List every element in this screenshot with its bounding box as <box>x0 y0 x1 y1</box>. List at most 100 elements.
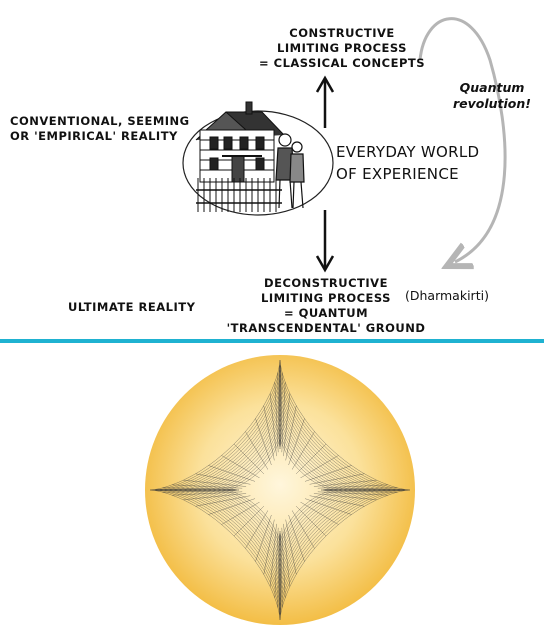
mesh-spoke <box>295 443 327 475</box>
mesh-spoke <box>183 479 247 487</box>
mesh-spoke <box>162 490 240 493</box>
mesh-lines <box>150 360 410 620</box>
everyday-line-1: EVERYDAY WORLD <box>336 143 480 161</box>
mesh-contour <box>204 417 356 563</box>
mesh-spoke <box>281 382 286 453</box>
mesh-contour <box>169 381 391 599</box>
mesh-spoke <box>195 473 251 485</box>
mesh-spoke <box>255 514 272 562</box>
mesh-contour <box>224 438 336 542</box>
mesh-spoke <box>291 431 315 470</box>
mesh-contour <box>219 433 341 547</box>
constructive-line-1: CONSTRUCTIVE <box>289 26 395 40</box>
mesh-spoke <box>291 510 315 549</box>
mesh-contour <box>214 428 346 552</box>
mesh-spoke <box>295 505 327 537</box>
mesh-spoke <box>155 489 237 491</box>
ultimate-reality-label: ULTIMATE REALITY <box>68 300 196 314</box>
house-illustration <box>195 101 285 212</box>
mesh-spoke <box>317 484 388 489</box>
up-arrow-icon <box>315 75 335 128</box>
mesh-spoke <box>320 487 398 490</box>
mesh-spoke <box>285 405 297 461</box>
mesh-spoke <box>263 519 275 575</box>
mesh-spoke <box>323 489 405 491</box>
curved-arrow-icon <box>418 17 507 262</box>
quantum-revolution-label: Quantum revolution! <box>442 80 542 112</box>
constructive-line-3: = CLASSICAL CONCEPTS <box>259 56 425 70</box>
mesh-spoke <box>313 479 377 487</box>
mesh-spoke <box>208 498 256 515</box>
mesh-spoke <box>288 418 305 466</box>
conventional-line-1: CONVENTIONAL, SEEMING <box>10 114 190 128</box>
mesh-contour <box>209 423 351 557</box>
deconstructive-line-3: = QUANTUM <box>283 306 369 320</box>
quantum-line-2: revolution! <box>452 96 531 111</box>
mesh-spoke <box>183 493 247 501</box>
mesh-contour <box>184 396 376 584</box>
mesh-spoke <box>233 505 265 537</box>
astroid-mesh-figure <box>145 355 415 625</box>
constructive-process-label: CONSTRUCTIVE LIMITING PROCESS = CLASSICA… <box>222 26 462 71</box>
dharmakirti-label: (Dharmakirti) <box>405 288 489 303</box>
mesh-contour <box>199 412 361 568</box>
mesh-spoke <box>283 393 291 457</box>
mesh-spoke <box>288 514 305 562</box>
mesh-spoke <box>280 372 283 450</box>
mesh-spoke <box>281 527 286 598</box>
mesh-contour <box>189 401 371 579</box>
mesh-contour <box>194 406 366 574</box>
mesh-spoke <box>277 530 280 608</box>
mesh-spoke <box>245 431 269 470</box>
mesh-spoke <box>221 501 260 525</box>
mesh-spoke <box>323 489 405 491</box>
mesh-spoke <box>285 519 297 575</box>
deconstructive-line-4: 'TRANSCENDENTAL' GROUND <box>226 321 426 335</box>
world-oval <box>182 110 334 216</box>
mesh-spoke <box>300 501 339 525</box>
mesh-spoke <box>274 382 279 453</box>
mesh-spoke <box>245 510 269 549</box>
mesh-contour <box>164 375 396 605</box>
mesh-contour <box>159 370 401 610</box>
mesh-contour <box>174 385 386 595</box>
mesh-spoke <box>283 523 291 587</box>
mesh-spoke <box>309 473 365 485</box>
deconstructive-process-label: DECONSTRUCTIVE LIMITING PROCESS = QUANTU… <box>226 276 426 336</box>
down-arrow-icon <box>315 210 335 273</box>
mesh-spoke <box>208 465 256 482</box>
sphere <box>145 355 415 625</box>
mesh-spoke <box>172 484 243 489</box>
everyday-line-2: OF EXPERIENCE <box>336 165 459 183</box>
deconstructive-line-2: LIMITING PROCESS <box>261 291 391 305</box>
mesh-spoke <box>304 465 352 482</box>
mesh-spoke <box>317 491 388 496</box>
mesh-spoke <box>279 365 281 447</box>
mesh-spoke <box>277 372 280 450</box>
everyday-world-label: EVERYDAY WORLD OF EXPERIENCE <box>336 141 496 185</box>
mesh-spoke <box>162 487 240 490</box>
figures-illustration <box>275 133 305 209</box>
mesh-spoke <box>280 530 283 608</box>
mesh-spoke <box>195 495 251 507</box>
mesh-contour <box>179 391 381 589</box>
mesh-contour <box>150 360 410 620</box>
conventional-line-2: OR 'EMPIRICAL' REALITY <box>10 129 178 143</box>
conventional-reality-label: CONVENTIONAL, SEEMING OR 'EMPIRICAL' REA… <box>10 114 190 144</box>
mesh-spoke <box>255 418 272 466</box>
mesh-spoke <box>304 498 352 515</box>
mesh-spoke <box>155 489 237 491</box>
mesh-spoke <box>279 533 281 615</box>
diagram-canvas <box>182 17 507 273</box>
mesh-spoke <box>320 490 398 493</box>
mesh-spoke <box>279 533 281 615</box>
mesh-spoke <box>269 523 277 587</box>
quantum-line-1: Quantum <box>459 80 525 95</box>
mesh-spoke <box>309 495 365 507</box>
mesh-spoke <box>300 455 339 479</box>
deconstructive-line-1: DECONSTRUCTIVE <box>264 276 388 290</box>
mesh-spoke <box>279 365 281 447</box>
mesh-spoke <box>269 393 277 457</box>
constructive-line-2: LIMITING PROCESS <box>277 41 407 55</box>
mesh-spoke <box>274 527 279 598</box>
